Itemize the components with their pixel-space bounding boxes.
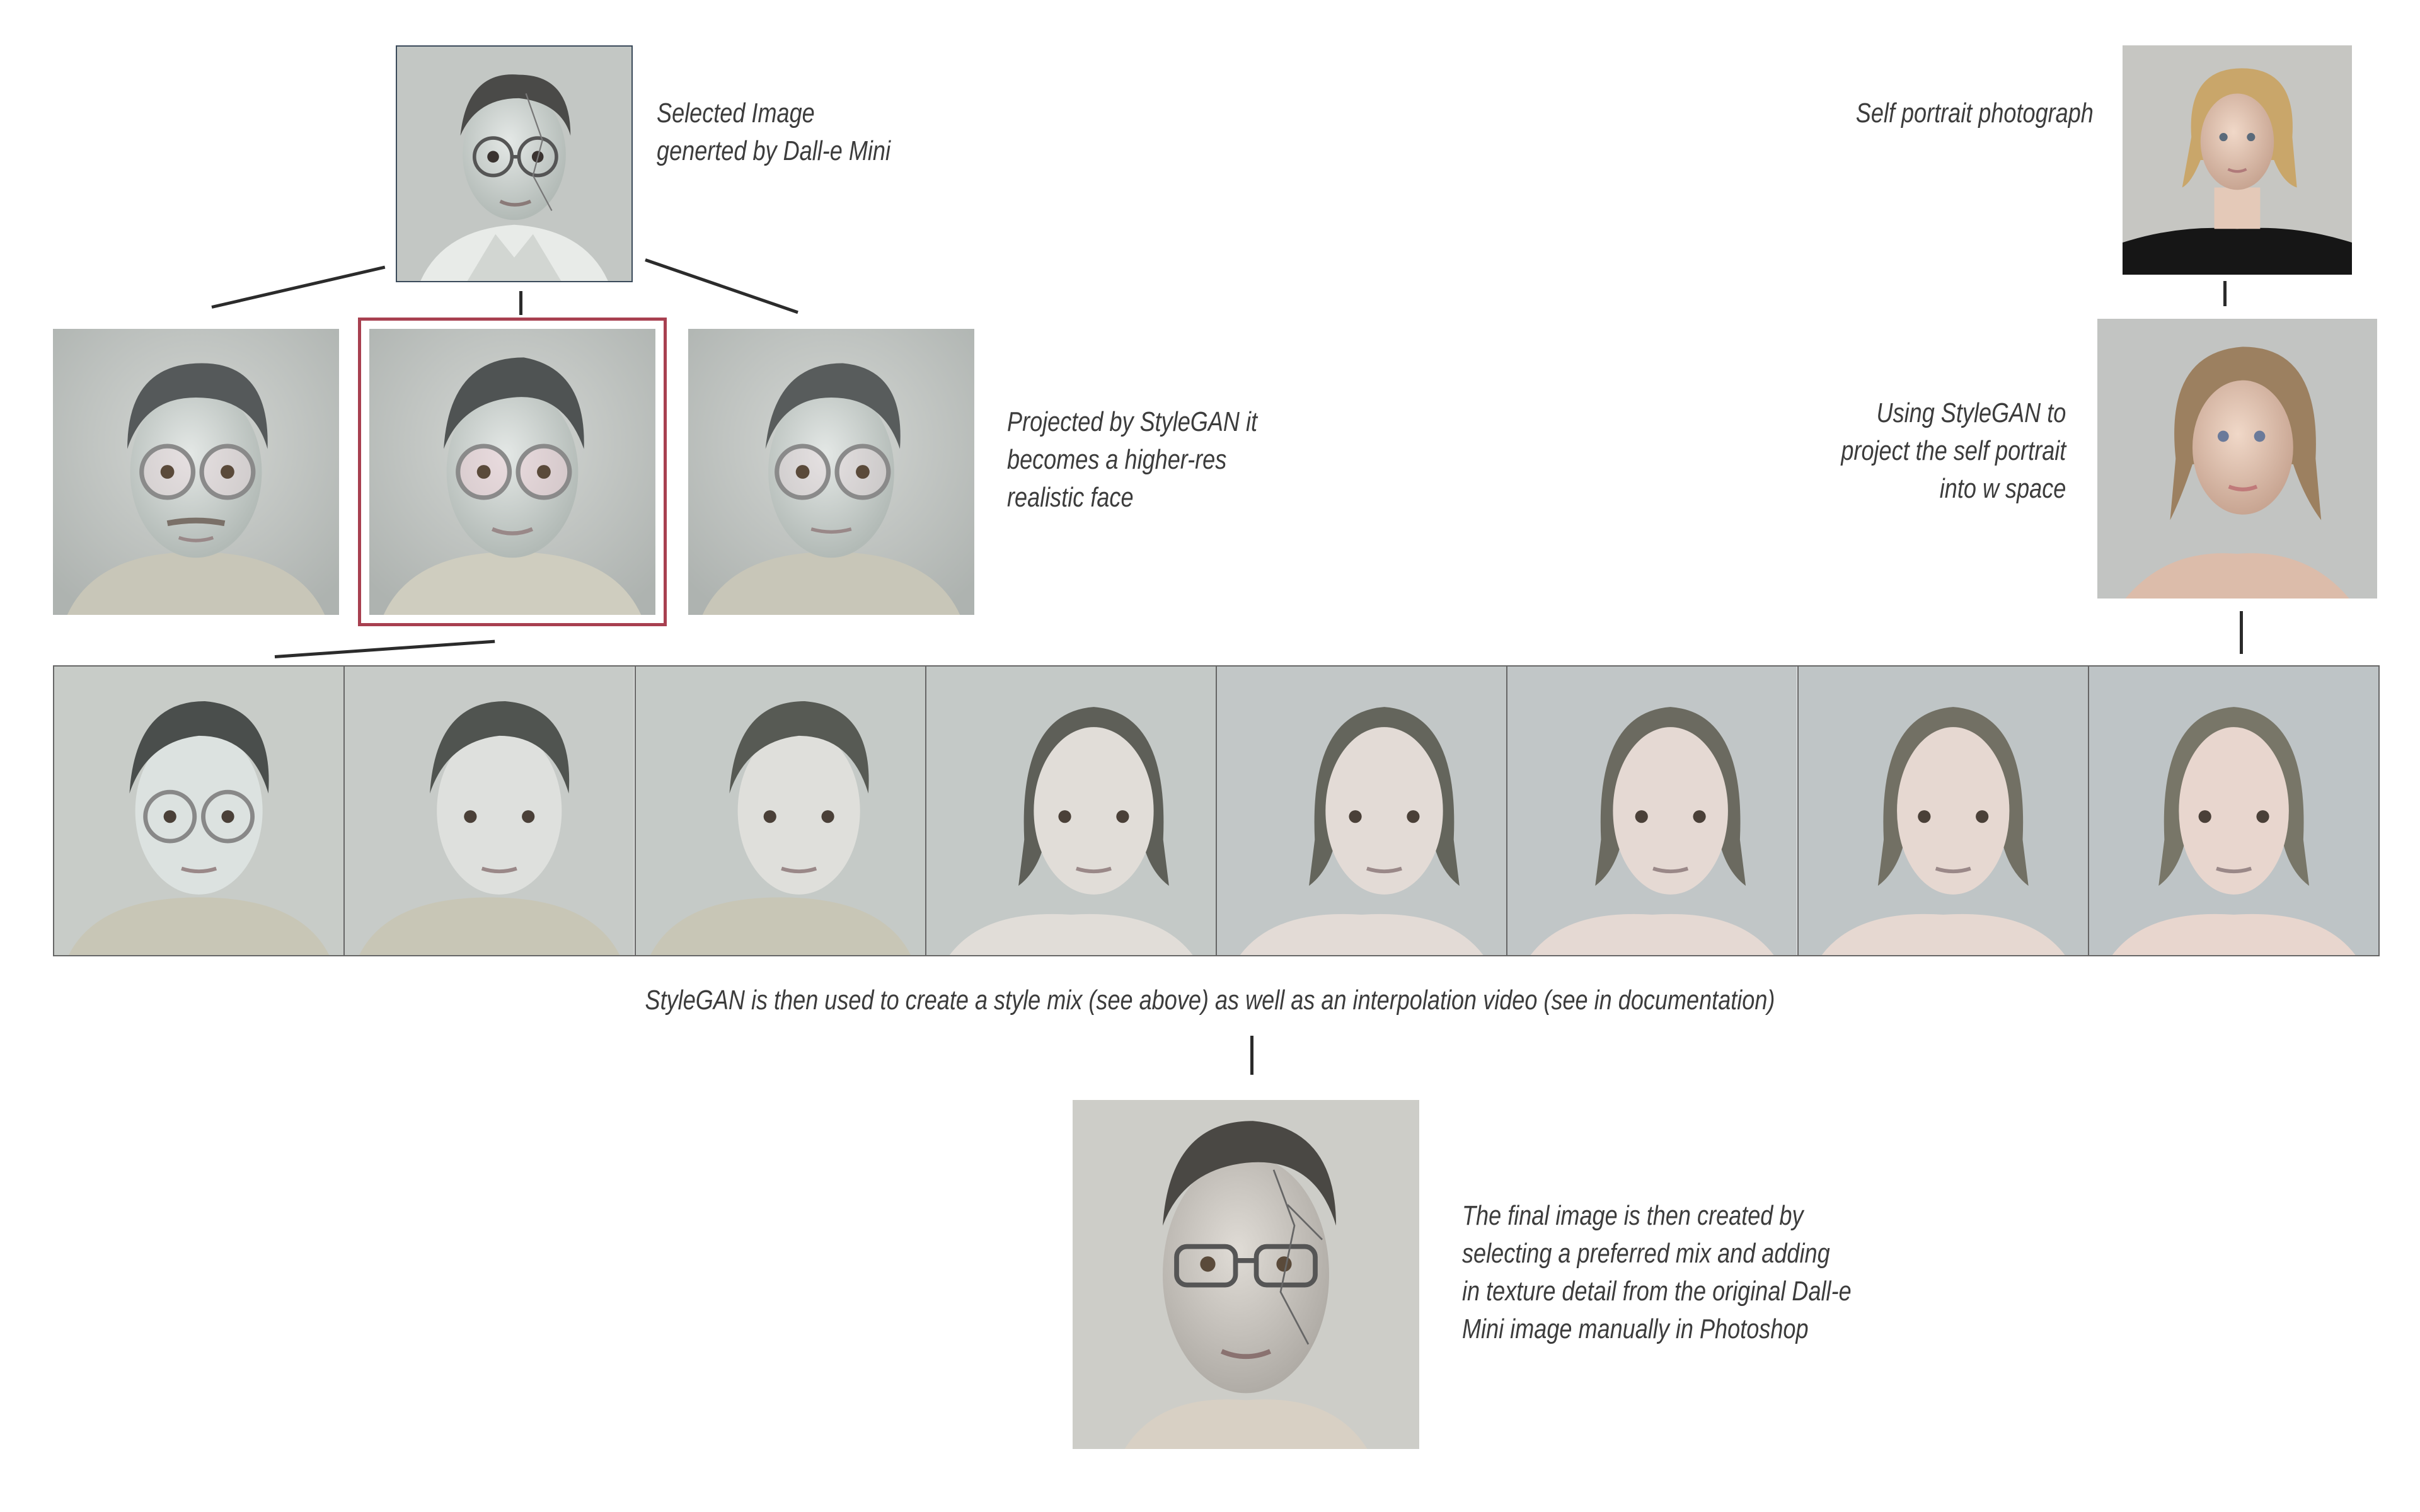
interpolation-frame-2 — [345, 667, 636, 955]
final-image — [1073, 1100, 1419, 1449]
projection-image-3 — [688, 329, 974, 615]
interpolation-frame-1 — [54, 667, 345, 955]
selected-projection-highlight — [358, 318, 667, 626]
interpolation-frame-5 — [1217, 667, 1508, 955]
projection-image-2 — [369, 329, 655, 615]
caption-selected-image: Selected Image generted by Dall-e Mini — [657, 98, 891, 166]
connector-line — [2240, 611, 2243, 654]
interpolation-frame-6 — [1507, 667, 1799, 955]
connector-line — [2223, 281, 2227, 306]
connector-line — [211, 265, 386, 309]
connector-line — [274, 639, 495, 658]
interpolation-frame-8 — [2089, 667, 2378, 955]
caption-self-portrait: Self portrait photograph — [1855, 98, 2094, 129]
connector-line — [519, 291, 522, 315]
interpolation-frame-4 — [926, 667, 1217, 955]
interpolation-frame-7 — [1798, 667, 2089, 955]
dalle-source-image — [396, 45, 633, 282]
connector-line — [645, 258, 798, 314]
interpolation-frame-3 — [635, 667, 926, 955]
caption-style-mix: StyleGAN is then used to create a style … — [645, 985, 1775, 1016]
self-portrait-projection — [2097, 319, 2377, 598]
self-portrait-photo — [2123, 45, 2352, 275]
caption-project-self: Using StyleGAN to project the self portr… — [1841, 398, 2066, 504]
caption-projected: Projected by StyleGAN it becomes a highe… — [1007, 406, 1258, 513]
interpolation-strip — [53, 665, 2380, 956]
connector-line — [1250, 1036, 1253, 1075]
projection-image-1 — [53, 329, 339, 615]
caption-final: The final image is then created by selec… — [1462, 1200, 1852, 1344]
